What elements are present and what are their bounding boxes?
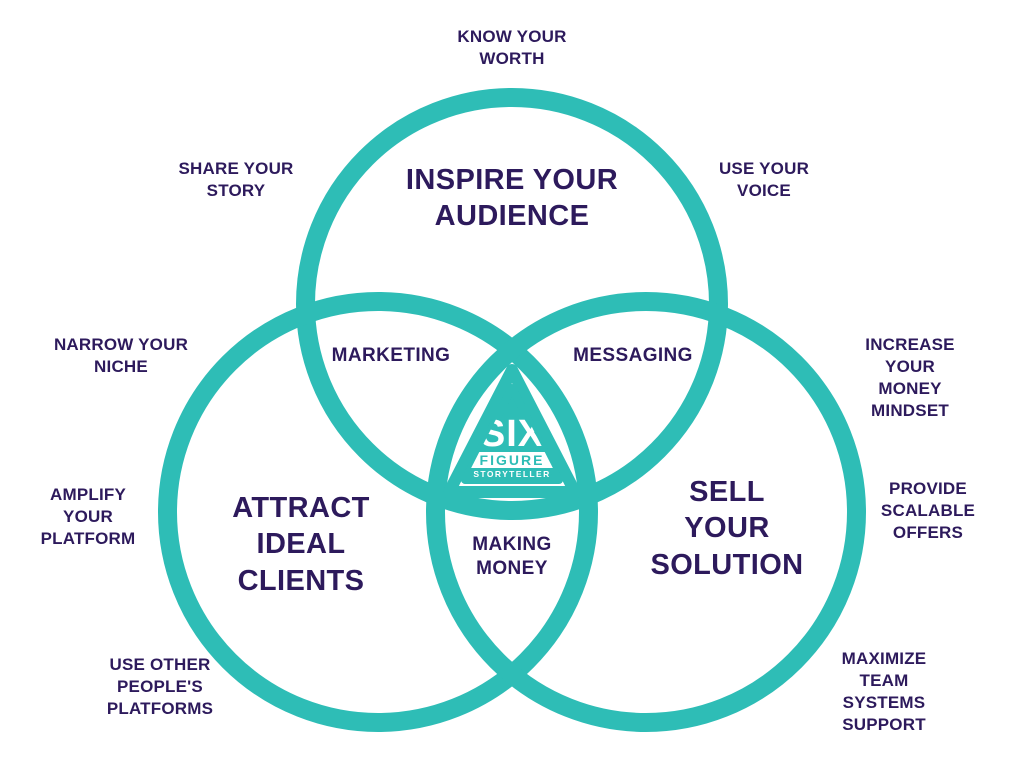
logo-text-storyteller: STORYTELLER: [473, 469, 550, 479]
outer-label-amplify-your-platform: AMPLIFY YOUR PLATFORM: [40, 485, 136, 549]
outer-label-use-other-peoples-platforms: USE OTHER PEOPLE'S PLATFORMS: [106, 655, 214, 719]
outer-label-use-your-voice: USE YOUR VOICE: [718, 159, 810, 201]
logo-text-figure: FIGURE: [480, 452, 545, 468]
circle-label-sell-your-solution: SELL YOUR SOLUTION: [650, 476, 804, 581]
intersection-label-making-money: MAKING MONEY: [472, 534, 552, 579]
outer-label-increase-your-money-mindset: INCREASE YOUR MONEY MINDSET: [865, 335, 955, 421]
intersection-label-marketing: MARKETING: [331, 345, 451, 366]
six-figure-storyteller-logo: SIX FIGURE STORYTELLER: [443, 364, 581, 498]
circle-label-attract-ideal-clients: ATTRACT IDEAL CLIENTS: [232, 492, 370, 597]
outer-label-share-your-story: SHARE YOUR STORY: [178, 159, 294, 201]
logo-white-band: [465, 452, 559, 468]
outer-label-narrow-your-niche: NARROW YOUR NICHE: [53, 335, 189, 377]
outer-label-maximize-team-systems-support: MAXIMIZE TEAM SYSTEMS SUPPORT: [841, 649, 927, 735]
circle-label-inspire-your-audience: INSPIRE YOUR AUDIENCE: [405, 164, 619, 233]
outer-label-know-your-worth: KNOW YOUR WORTH: [457, 27, 567, 69]
outer-label-provide-scalable-offers: PROVIDE SCALABLE OFFERS: [880, 479, 976, 543]
intersection-label-messaging: MESSAGING: [573, 345, 693, 366]
